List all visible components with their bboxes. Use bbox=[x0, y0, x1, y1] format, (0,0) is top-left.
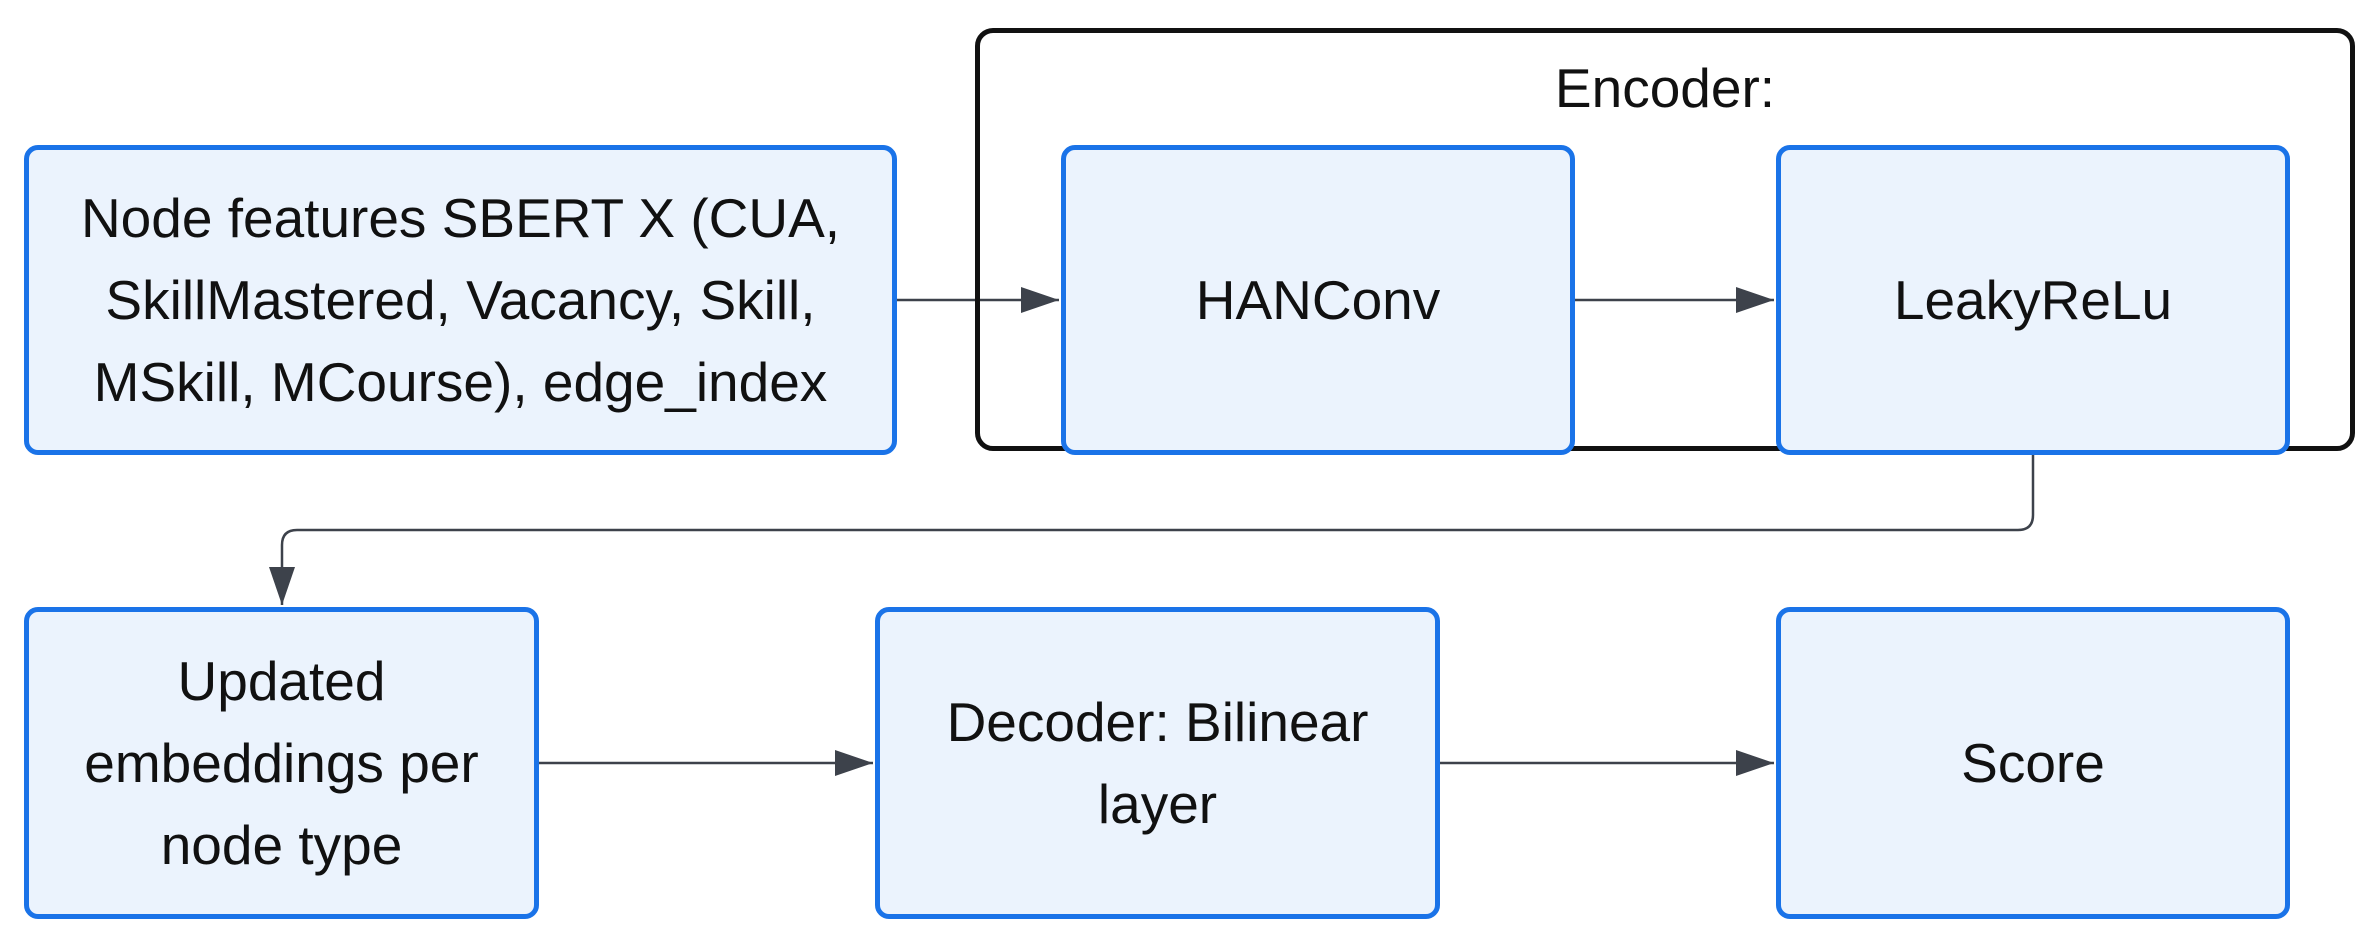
node-hanconv[interactable]: HANConv bbox=[1061, 145, 1575, 455]
node-leakyrelu[interactable]: LeakyReLu bbox=[1776, 145, 2290, 455]
encoder-group: Encoder: bbox=[975, 28, 2355, 451]
edge-leakyrelu-to-updated bbox=[280, 455, 2035, 605]
arrowhead-leakyrelu-to-updated bbox=[269, 567, 295, 605]
node-decoder-label: Decoder: Bilinear layer bbox=[946, 691, 1369, 835]
encoder-group-label: Encoder: bbox=[1554, 57, 1776, 119]
node-leakyrelu-label: LeakyReLu bbox=[1893, 269, 2173, 331]
node-score[interactable]: Score bbox=[1776, 607, 2290, 919]
node-features-label: Node features SBERT X (CUA, SkillMastere… bbox=[80, 187, 841, 413]
node-decoder[interactable]: Decoder: Bilinear layer bbox=[875, 607, 1440, 919]
arrowhead-decoder-to-score bbox=[1736, 750, 1774, 776]
node-features[interactable]: Node features SBERT X (CUA, SkillMastere… bbox=[24, 145, 897, 455]
arrowhead-hanconv-to-leakyrelu bbox=[1736, 287, 1774, 313]
node-updated-embeddings[interactable]: Updated embeddings per node type bbox=[24, 607, 539, 919]
node-score-label: Score bbox=[1961, 732, 2105, 794]
node-hanconv-label: HANConv bbox=[1195, 269, 1441, 331]
node-updated-embeddings-label: Updated embeddings per node type bbox=[84, 650, 479, 876]
arrowhead-updated-to-decoder bbox=[835, 750, 873, 776]
arrowhead-features-to-hanconv bbox=[1021, 287, 1059, 313]
